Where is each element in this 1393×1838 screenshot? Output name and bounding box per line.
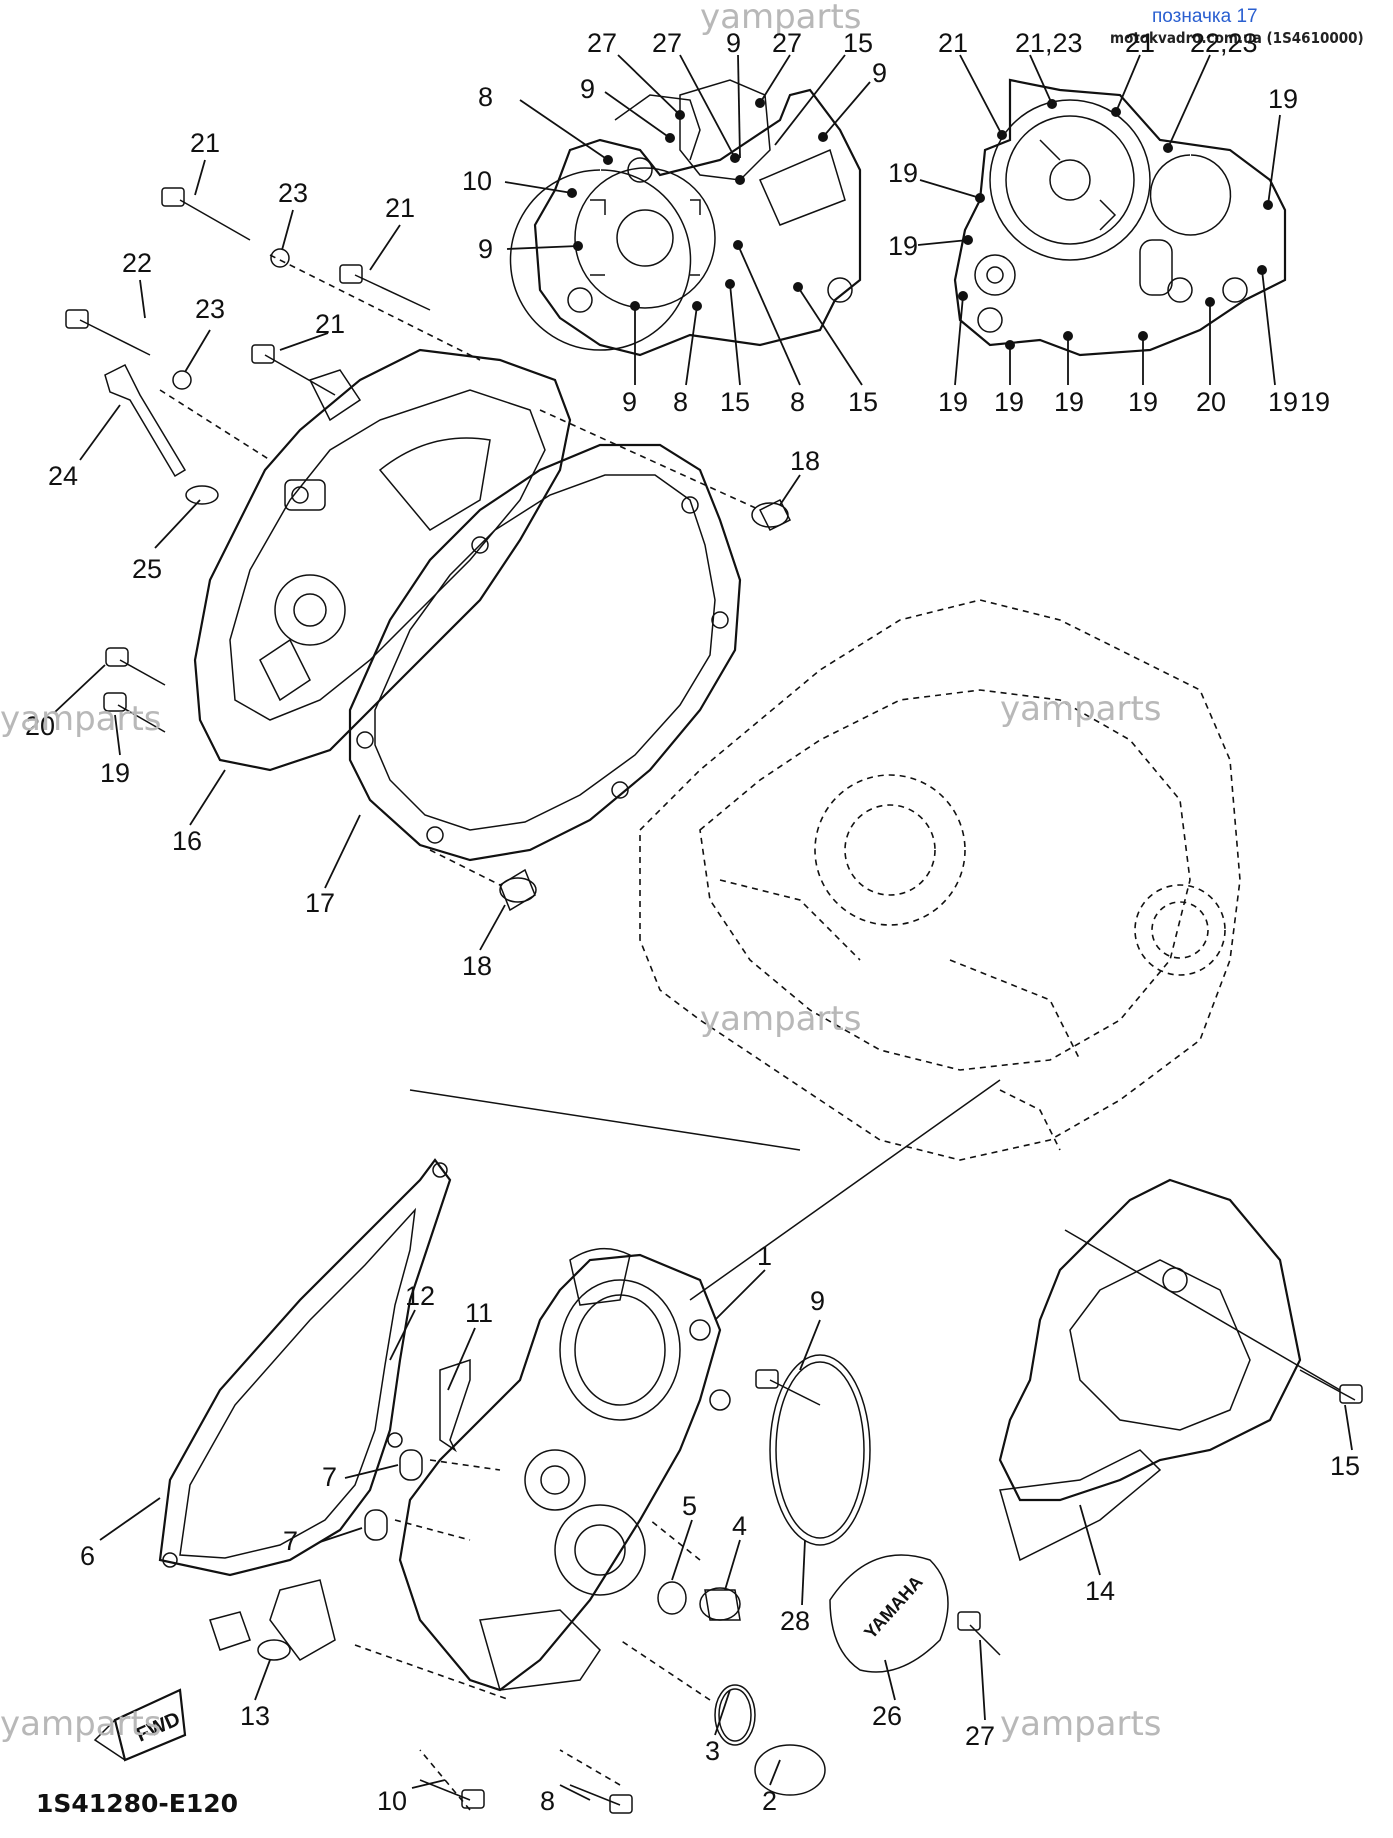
label-11: 11	[465, 1298, 493, 1328]
label-8-c: 8	[790, 387, 805, 417]
label-27-a: 27	[587, 28, 617, 58]
label-19-c: 19	[888, 231, 918, 261]
label-5: 5	[682, 1491, 697, 1521]
label-19-d: 19	[938, 387, 968, 417]
label-10: 10	[462, 166, 492, 196]
label-19-h: 19	[1268, 387, 1298, 417]
label-15-a: 15	[843, 28, 873, 58]
label-4: 4	[732, 1511, 747, 1541]
label-27-b: 27	[652, 28, 682, 58]
yamaha-emblem-text: YAMAHA	[860, 1572, 927, 1643]
left-gasket-17	[348, 443, 742, 862]
watermark-right: yamparts	[1000, 689, 1162, 729]
label-26: 26	[872, 1701, 902, 1731]
label-9-c: 9	[872, 58, 887, 88]
left-cover-drawing	[193, 348, 572, 772]
fwd-marker: FWD	[93, 1688, 187, 1762]
assembly-line-a	[409, 1089, 801, 1151]
watermark-center: yamparts	[700, 999, 862, 1039]
label-21-e: 21	[315, 309, 345, 339]
label-28: 28	[780, 1606, 810, 1636]
label-3: 3	[705, 1736, 720, 1766]
label-23-b: 23	[195, 294, 225, 324]
bottom-small-parts	[209, 1229, 1363, 1814]
label-19-g: 19	[1128, 387, 1158, 417]
emblem-cover-26: YAMAHA	[860, 1572, 927, 1643]
label-8-d: 8	[540, 1786, 555, 1816]
label-27-d: 27	[965, 1721, 995, 1751]
top-left-cover-drawing	[509, 79, 862, 357]
label-21-c: 21	[190, 128, 220, 158]
label-19-j: 19	[100, 758, 130, 788]
label-2: 2	[762, 1786, 777, 1816]
assembly-line-b	[689, 1079, 1001, 1301]
label-15-b: 15	[720, 387, 750, 417]
label-20-a: 20	[1196, 387, 1226, 417]
watermark-bottom-right: yamparts	[1000, 1704, 1162, 1744]
top-left-dots	[567, 98, 828, 311]
crankcase-drawing	[639, 599, 1241, 1161]
label-19-b: 19	[888, 158, 918, 188]
label-24: 24	[48, 461, 78, 491]
label-9-e: 9	[622, 387, 637, 417]
label-22-23: 22,23	[1190, 28, 1258, 58]
label-9-d: 9	[478, 234, 493, 264]
left-fasteners	[65, 187, 792, 912]
label-9-f: 9	[810, 1286, 825, 1316]
label-23-a: 23	[278, 178, 308, 208]
label-13: 13	[240, 1701, 270, 1731]
label-8-b: 8	[673, 387, 688, 417]
top-right-cover-drawing	[953, 78, 1287, 357]
watermark-bottom-left: yamparts	[0, 1704, 162, 1744]
label-21-d: 21	[385, 193, 415, 223]
diagram-code: 1S41280-E120	[36, 1789, 238, 1818]
label-14: 14	[1085, 1576, 1115, 1606]
label-18-b: 18	[462, 951, 492, 981]
bottom-labels: 1 9 12 11 7 5 4 7 6 28 26 14 15 13 3 27 …	[80, 1241, 1360, 1816]
label-6: 6	[80, 1541, 95, 1571]
top-right-labels: 21 21,23 21 22,23 19 19 19 19 19 19 19 1…	[888, 28, 1330, 417]
label-15-d: 15	[1330, 1451, 1360, 1481]
label-21-a: 21	[938, 28, 968, 58]
top-left-leaders	[504, 54, 871, 386]
label-12: 12	[405, 1281, 435, 1311]
label-22: 22	[122, 248, 152, 278]
label-17: 17	[305, 888, 335, 918]
label-19-a: 19	[1268, 84, 1298, 114]
top-left-labels: 27 27 9 27 15 8 9 9 10 9 9 8 15 8 15	[462, 28, 887, 417]
label-9-b: 9	[580, 74, 595, 104]
top-right-leaders	[917, 54, 1281, 386]
label-19-f: 19	[1054, 387, 1084, 417]
label-27-c: 27	[772, 28, 802, 58]
label-19-i: 19	[1300, 387, 1330, 417]
watermark-left: yamparts	[0, 699, 162, 739]
label-7-b: 7	[283, 1526, 298, 1556]
watermark-top: yamparts	[700, 0, 862, 37]
marker-link[interactable]: позначка 17	[1152, 6, 1258, 27]
bottom-leaders	[99, 1269, 1353, 1801]
label-25: 25	[132, 554, 162, 584]
left-labels: 21 23 21 22 23 21 24 25 18 20 19 16 17 1…	[25, 128, 820, 981]
label-15-c: 15	[848, 387, 878, 417]
label-1: 1	[757, 1241, 772, 1271]
label-8-a: 8	[478, 82, 493, 112]
left-leaders	[54, 159, 801, 951]
bottom-gasket-6	[158, 1158, 452, 1577]
label-21-b: 21	[1125, 28, 1155, 58]
label-20-b: 20	[25, 711, 55, 741]
bottom-cover-14	[998, 1178, 1302, 1562]
label-16: 16	[172, 826, 202, 856]
label-19-e: 19	[994, 387, 1024, 417]
label-10-b: 10	[377, 1786, 407, 1816]
label-7-a: 7	[322, 1462, 337, 1492]
source-url: motokvadro.com.ua (1S4610000)	[1110, 29, 1364, 47]
label-21-23: 21,23	[1015, 28, 1083, 58]
label-18-a: 18	[790, 446, 820, 476]
label-9-a: 9	[726, 28, 741, 58]
bottom-cover-1	[398, 1247, 731, 1692]
